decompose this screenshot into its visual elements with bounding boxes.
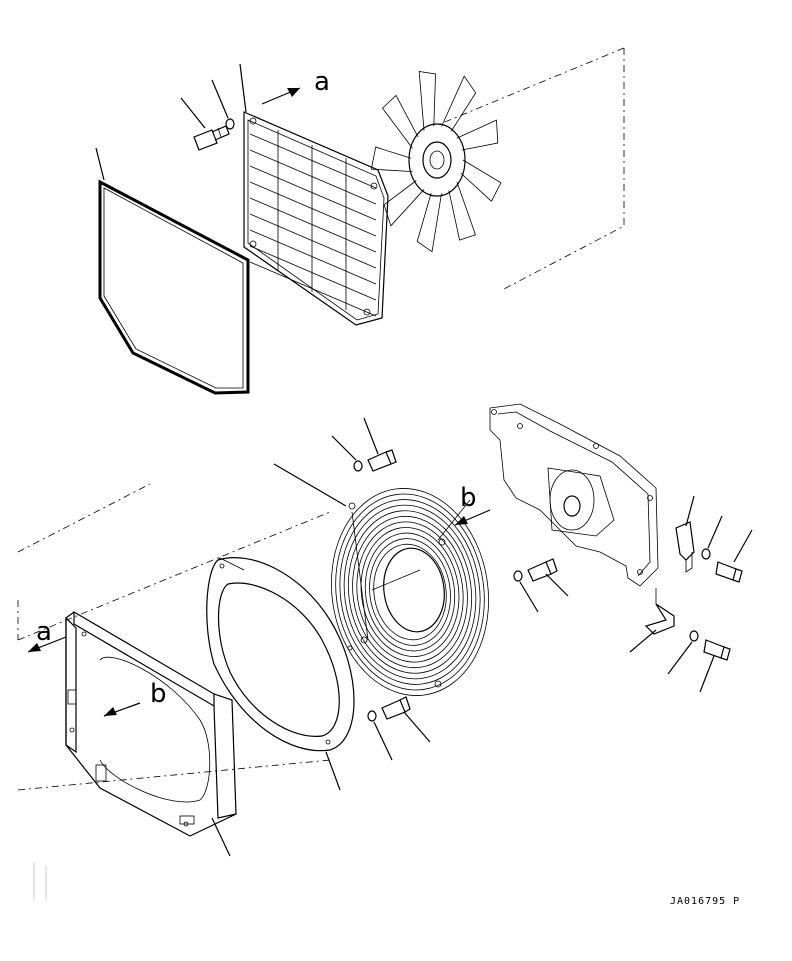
leader-washer-mid-right <box>519 581 539 613</box>
bracket-lower <box>644 588 675 635</box>
leader-bolt-mid-right <box>545 573 569 597</box>
leader-bolt-right <box>733 529 753 563</box>
arrow-a-top <box>261 87 301 105</box>
leader-bolt-lower-right <box>699 655 715 693</box>
washer-top <box>225 118 235 130</box>
engine-mounting-plate <box>489 403 659 587</box>
cooling-fan <box>370 70 502 253</box>
leader-bolt-top <box>180 97 206 129</box>
washer-mid-right <box>513 570 523 582</box>
arrow-a-left <box>27 636 67 653</box>
leader-grille <box>239 63 247 113</box>
washer-guard-top <box>353 460 363 472</box>
bracket-upper <box>675 521 695 573</box>
leader-ring-plate <box>325 751 341 791</box>
leader-fan-guard <box>273 463 347 507</box>
leader-washer-right <box>707 515 723 549</box>
fan-shroud <box>65 611 237 837</box>
callout-b-left: b <box>150 679 167 709</box>
callout-a-left: a <box>36 617 52 647</box>
alignment-lines <box>17 483 331 791</box>
leader-washer-lower <box>373 721 393 761</box>
callout-b-right: b <box>460 483 477 513</box>
seal-gasket <box>98 179 250 395</box>
arrow-b-right <box>454 509 491 526</box>
bolt-guard-top <box>367 449 397 472</box>
grille-screen <box>243 111 389 326</box>
scan-artifact <box>33 862 47 900</box>
leader-bolt-guard-top <box>363 417 379 455</box>
leader-washer-guard-top <box>331 435 357 461</box>
leader-bracket-lower <box>629 629 657 653</box>
drawing-code: JA016795 P <box>670 896 740 907</box>
leader-seal <box>95 147 105 181</box>
shroud-ring-plate <box>206 557 355 752</box>
arrow-b-left <box>103 702 141 717</box>
callout-a-top: a <box>314 67 330 97</box>
washer-lower-right <box>689 630 699 642</box>
washer-lower <box>367 710 377 722</box>
bolt-lower <box>381 696 411 720</box>
leader-shroud <box>211 817 231 857</box>
bolt-mid-right <box>527 558 558 582</box>
bolt-top <box>193 125 230 151</box>
reference-outline-top <box>439 47 625 291</box>
leader-bolt-lower <box>403 711 431 743</box>
leader-bracket-upper <box>685 495 695 527</box>
leader-washer-lower-right <box>667 641 693 675</box>
fan-guard <box>331 488 489 696</box>
leader-washer-top <box>211 79 229 119</box>
washer-right <box>701 548 711 560</box>
bolt-lower-right <box>703 639 731 661</box>
bolt-right <box>715 561 743 583</box>
